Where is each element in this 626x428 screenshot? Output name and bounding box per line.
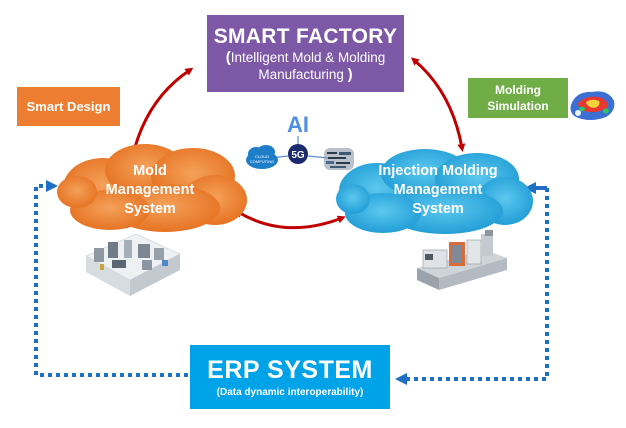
5g-icon: 5G xyxy=(288,144,308,164)
mold-management-cloud xyxy=(57,144,247,232)
arrow-erp-to-mold xyxy=(34,180,188,377)
smart-factory-subtitle: (Intelligent Mold & Molding Manufacturin… xyxy=(225,48,386,83)
tech-cluster: CLOUD COMPUTING AI 5G xyxy=(246,112,354,170)
cloud-computing-label-2: COMPUTING xyxy=(250,159,274,164)
arrow-mold-to-injection xyxy=(234,209,346,230)
molding-simulation-label-1: Molding xyxy=(495,83,541,97)
arrow-factory-to-injection xyxy=(410,57,466,152)
cloud-computing-label-1: CLOUD xyxy=(255,154,269,159)
injection-machine-image xyxy=(417,230,507,290)
erp-subtitle: (Data dynamic interoperability) xyxy=(216,387,364,398)
injection-management-cloud xyxy=(336,149,533,234)
cloud-computing-icon: CLOUD COMPUTING xyxy=(246,145,278,169)
molding-simulation-box: Molding Simulation xyxy=(468,78,568,118)
word-cloud-graphic xyxy=(324,148,354,170)
ai-icon: AI xyxy=(287,112,309,137)
factory-floor-image xyxy=(85,233,181,296)
smart-factory-title: SMART FACTORY xyxy=(213,24,398,48)
smart-design-box: Smart Design xyxy=(17,87,120,126)
erp-title: ERP SYSTEM xyxy=(207,356,373,384)
mold-management-label: Mold Management System xyxy=(105,163,195,217)
molding-simulation-label-2: Simulation xyxy=(487,99,549,113)
erp-system-box: ERP SYSTEM (Data dynamic interoperabilit… xyxy=(190,345,390,409)
arrow-mold-to-factory xyxy=(131,67,194,155)
smart-factory-box: SMART FACTORY (Intelligent Mold & Moldin… xyxy=(207,15,404,92)
5g-label: 5G xyxy=(291,150,305,161)
smart-design-label: Smart Design xyxy=(26,99,111,114)
injection-management-label: Injection Molding Management System xyxy=(378,163,498,217)
simulation-part-image xyxy=(570,91,615,120)
arrow-injection-to-erp xyxy=(395,188,549,385)
